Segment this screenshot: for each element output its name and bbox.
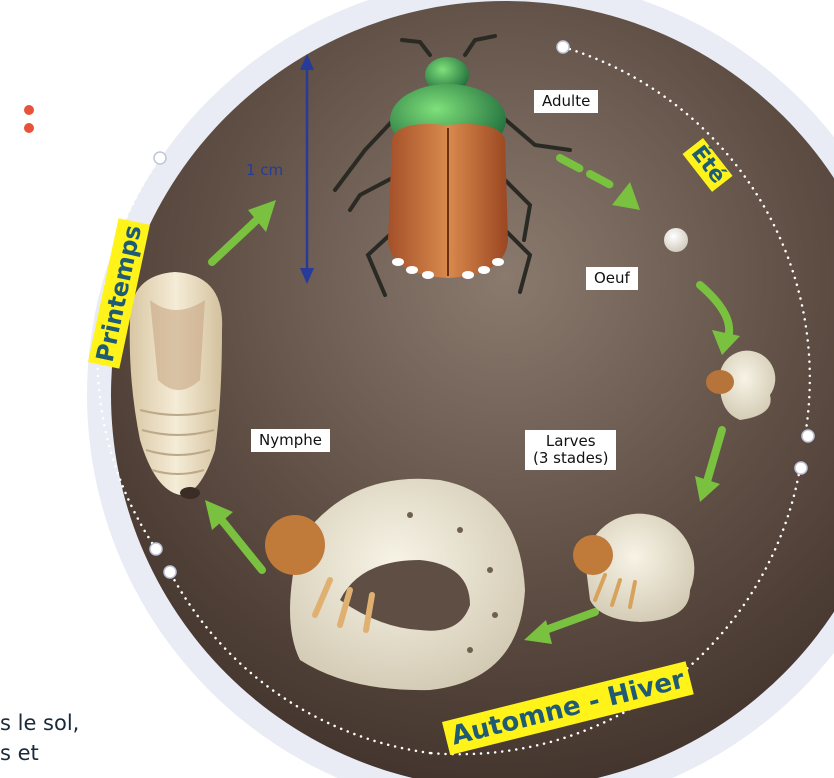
- label-adult: Adulte: [534, 90, 598, 113]
- label-larvae: Larves (3 stades): [525, 430, 616, 470]
- side-text-line1: s le sol,: [0, 708, 79, 738]
- accent-dots: [24, 105, 34, 133]
- scale-label: 1 cm: [246, 161, 283, 179]
- side-text-line2: s et: [0, 738, 39, 768]
- label-larvae-line2: (3 stades): [533, 450, 608, 467]
- label-nymph: Nymphe: [251, 429, 330, 452]
- label-larvae-line1: Larves: [533, 433, 608, 450]
- egg: [664, 228, 688, 252]
- label-egg: Oeuf: [586, 267, 638, 290]
